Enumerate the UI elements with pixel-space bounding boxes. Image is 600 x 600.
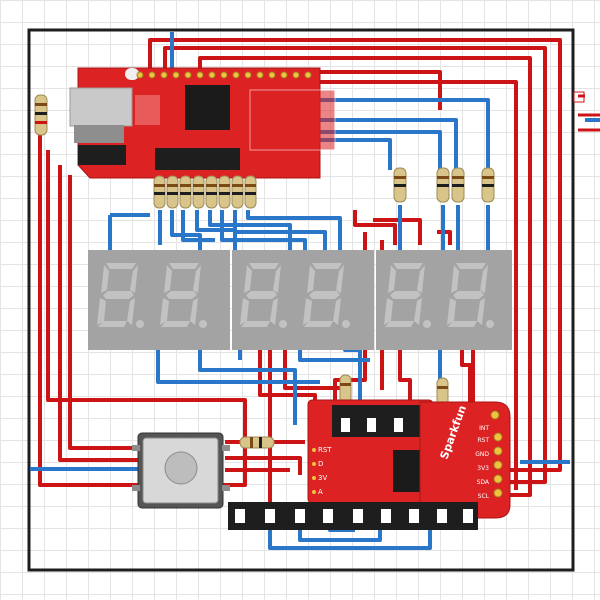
resistor-icon <box>244 175 257 209</box>
header-pin <box>437 509 447 523</box>
display-driver-board[interactable]: RST D 3V A <box>307 399 434 504</box>
resistor-icon <box>451 167 465 203</box>
digit-4 <box>303 263 350 328</box>
resistor-icon <box>153 175 166 209</box>
header-pin <box>409 509 419 523</box>
decimal-point <box>199 320 207 328</box>
breakout-pin-label: INT <box>479 425 489 432</box>
resistor-icon <box>34 94 48 136</box>
decimal-point <box>279 320 287 328</box>
header-pin <box>295 509 305 523</box>
breakout-pin-label: GND <box>475 451 489 458</box>
microcontroller-board[interactable] <box>69 67 336 179</box>
resistor-icon <box>239 436 275 449</box>
button-cap-icon[interactable] <box>164 451 198 485</box>
driver-pin-label: 3V <box>318 474 327 482</box>
decimal-point <box>342 320 350 328</box>
seven-segment-displays <box>88 250 512 350</box>
processor-chip-icon <box>185 85 230 130</box>
driver-left-labels: RST D 3V A <box>312 446 332 496</box>
header-pin <box>265 509 275 523</box>
header-pin <box>381 509 391 523</box>
micro-top-header <box>136 71 312 79</box>
driver-pin-label: A <box>318 488 323 496</box>
battery-connector-icon <box>78 145 126 165</box>
digit-2 <box>160 263 207 328</box>
resistor-icon <box>166 175 179 209</box>
resistor-icon <box>393 167 407 203</box>
resistor-icon <box>436 167 450 203</box>
driver-pin-label: RST <box>318 446 332 454</box>
resistor-icon <box>481 167 495 203</box>
breakout-pin-label: RST <box>477 437 489 444</box>
bottom-header-pins <box>235 509 473 523</box>
driver-pin-label: D <box>318 460 323 468</box>
display-digits <box>97 263 494 328</box>
breakout-pin-label: SDA <box>477 479 490 486</box>
right-edge-connector <box>573 91 600 132</box>
tactile-switch[interactable] <box>130 432 230 509</box>
header-pin <box>323 509 333 523</box>
decimal-point <box>423 320 431 328</box>
resistor-icon <box>192 175 205 209</box>
breakout-pin-row <box>490 410 503 498</box>
decimal-point <box>136 320 144 328</box>
usb-connector-icon <box>69 87 133 127</box>
resistor-icon <box>218 175 231 209</box>
header-pin <box>463 509 473 523</box>
resistor-icon <box>231 175 244 209</box>
digit-6 <box>447 263 494 328</box>
digit-3 <box>240 263 287 328</box>
decimal-point <box>486 320 494 328</box>
resistor-icon <box>179 175 192 209</box>
header-pin <box>235 509 245 523</box>
header-pin <box>353 509 363 523</box>
digit-1 <box>97 263 144 328</box>
resistor-icon <box>205 175 218 209</box>
enclosure-frame <box>27 28 575 572</box>
bottom-header-strip <box>228 502 478 530</box>
breakout-pin-label: 3V3 <box>477 465 489 472</box>
resistor-array <box>34 94 495 449</box>
breakout-pin-label: SCL <box>478 493 490 500</box>
digit-5 <box>384 263 431 328</box>
